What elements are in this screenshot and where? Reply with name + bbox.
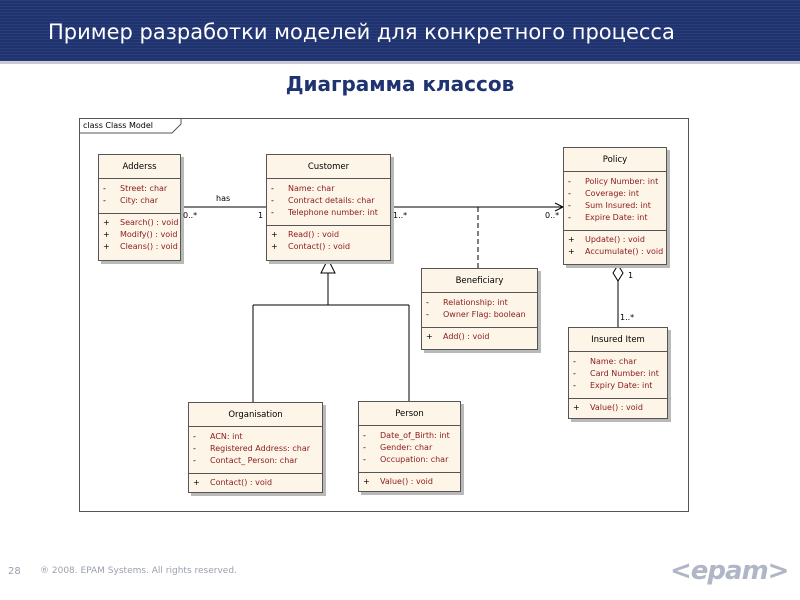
slide-title: Пример разработки моделей для конкретног…	[48, 20, 675, 44]
class-insured-item-attributes: -Name: char -Card Number: int -Expiry Da…	[569, 352, 667, 399]
label-has: has	[216, 194, 231, 203]
attribute-row: -ACN: int	[193, 432, 243, 441]
attribute-row: -Expiry Date: int	[573, 381, 653, 390]
class-insured-item-operations: +Value() : void	[569, 399, 667, 418]
class-person[interactable]: Person -Date_of_Birth: int -Gender: char…	[358, 401, 461, 492]
class-customer-name: Customer	[267, 155, 390, 179]
operation-row: +Contact() : void	[271, 242, 351, 251]
epam-logo: <epam>	[670, 556, 789, 586]
attribute-row: -Relationship: int	[426, 298, 508, 307]
attribute-row: -Coverage: int	[568, 189, 639, 198]
attribute-row: -Policy Number: int	[568, 177, 659, 186]
operation-row: +Update() : void	[568, 235, 645, 244]
operation-row: +Search() : void	[103, 218, 179, 227]
attribute-row: -Name: char	[573, 357, 637, 366]
generalization-triangle	[320, 257, 336, 274]
class-customer-operations: +Read() : void +Contact() : void	[267, 226, 390, 257]
label-customer-multiplicity-left: 1	[258, 211, 264, 220]
frame-tab-outline	[79, 118, 182, 134]
class-customer[interactable]: Customer -Name: char -Contract details: …	[266, 154, 391, 261]
class-address-operations: +Search() : void +Modify() : void +Clean…	[99, 214, 180, 257]
label-insured-item-multiplicity: 1..*	[620, 313, 635, 322]
attribute-row: -Sum Insured: int	[568, 201, 651, 210]
class-organisation-attributes: -ACN: int -Registered Address: char -Con…	[189, 427, 322, 474]
attribute-row: -Owner Flag: boolean	[426, 310, 526, 319]
class-organisation-operations: +Contact() : void	[189, 474, 322, 493]
class-address-attributes: -Street: char -City: char	[99, 179, 180, 214]
class-person-operations: +Value() : void	[359, 473, 460, 492]
label-policy-multiplicity-bottom: 1	[628, 271, 634, 280]
class-address-name: Adderss	[99, 155, 180, 179]
operation-row: +Cleans() : void	[103, 242, 178, 251]
operation-row: +Accumulate() : void	[568, 247, 664, 256]
class-policy-attributes: -Policy Number: int -Coverage: int -Sum …	[564, 172, 666, 231]
label-customer-multiplicity-right: 1..*	[393, 211, 408, 220]
operation-row: +Value() : void	[363, 477, 433, 486]
frame-label: class Class Model	[83, 121, 154, 130]
class-beneficiary-operations: +Add() : void	[422, 328, 537, 347]
operation-row: +Add() : void	[426, 332, 490, 341]
class-customer-attributes: -Name: char -Contract details: char -Tel…	[267, 179, 390, 226]
class-organisation[interactable]: Organisation -ACN: int -Registered Addre…	[188, 402, 323, 493]
slide-subtitle: Диаграмма классов	[285, 72, 515, 96]
attribute-row: -Contract details: char	[271, 196, 375, 205]
label-policy-multiplicity-left: 0..*	[545, 211, 560, 220]
attribute-row: -Expire Date: int	[568, 213, 648, 222]
class-address[interactable]: Adderss -Street: char -City: char +Searc…	[98, 154, 181, 261]
attribute-row: -Registered Address: char	[193, 444, 311, 453]
attribute-row: -Card Number: int	[573, 369, 659, 378]
class-beneficiary-attributes: -Relationship: int -Owner Flag: boolean	[422, 293, 537, 328]
class-person-attributes: -Date_of_Birth: int -Gender: char -Occup…	[359, 426, 460, 473]
aggregation-diamond	[612, 264, 624, 282]
attribute-row: -Street: char	[103, 184, 168, 193]
class-insured-item[interactable]: Insured Item -Name: char -Card Number: i…	[568, 327, 668, 419]
class-policy-name: Policy	[564, 148, 666, 172]
operation-row: +Read() : void	[271, 230, 340, 239]
class-person-name: Person	[359, 402, 460, 426]
page-number: 28	[8, 566, 21, 577]
operation-row: +Modify() : void	[103, 230, 178, 239]
operation-row: +Contact() : void	[193, 478, 273, 487]
class-policy[interactable]: Policy -Policy Number: int -Coverage: in…	[563, 147, 667, 265]
operation-row: +Value() : void	[573, 403, 643, 412]
attribute-row: -Name: char	[271, 184, 335, 193]
class-insured-item-name: Insured Item	[569, 328, 667, 352]
title-bar	[0, 0, 800, 64]
copyright-text: ® 2008. EPAM Systems. All rights reserve…	[40, 566, 237, 576]
label-address-multiplicity: 0..*	[183, 211, 198, 220]
class-beneficiary[interactable]: Beneficiary -Relationship: int -Owner Fl…	[421, 268, 538, 350]
class-organisation-name: Organisation	[189, 403, 322, 427]
attribute-row: -Contact_ Person: char	[193, 456, 298, 465]
attribute-row: -Gender: char	[363, 443, 433, 452]
attribute-row: -Occupation: char	[363, 455, 449, 464]
class-policy-operations: +Update() : void +Accumulate() : void	[564, 231, 666, 262]
attribute-row: -Date_of_Birth: int	[363, 431, 450, 440]
attribute-row: -City: char	[103, 196, 158, 205]
attribute-row: -Telephone number: int	[271, 208, 378, 217]
class-beneficiary-name: Beneficiary	[422, 269, 537, 293]
